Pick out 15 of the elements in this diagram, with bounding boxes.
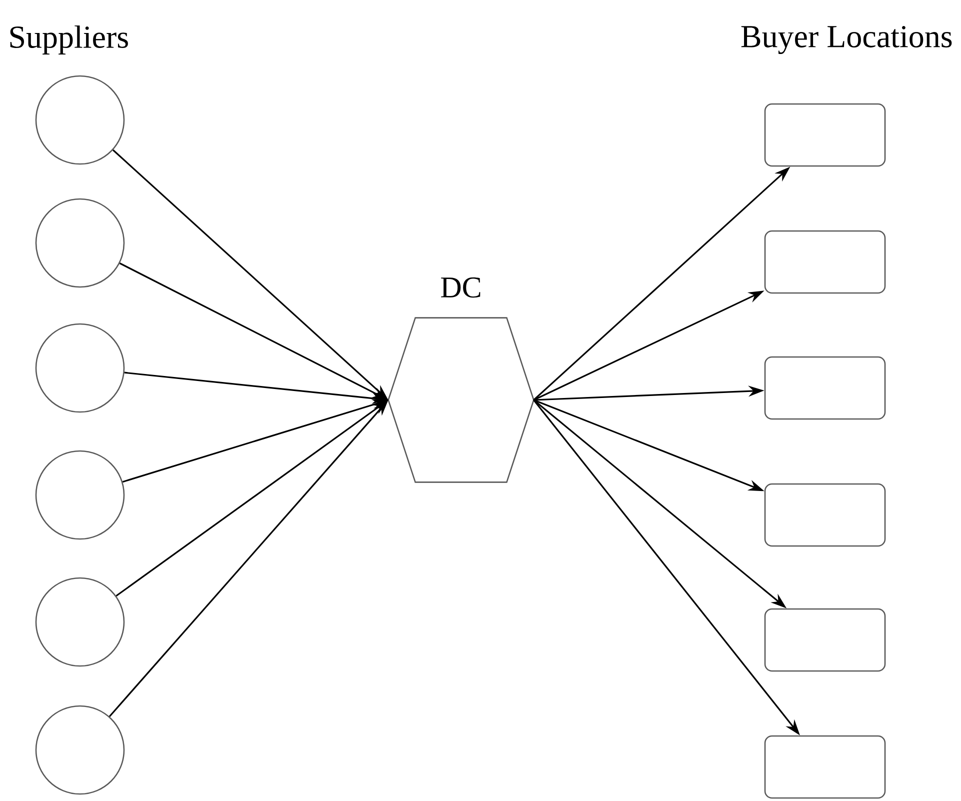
rounded-box bbox=[764, 230, 886, 294]
rounded-box bbox=[764, 103, 886, 167]
circle-node bbox=[35, 705, 125, 795]
rounded-box bbox=[764, 483, 886, 547]
hexagon-node: DC bbox=[388, 277, 534, 483]
circle-node bbox=[35, 577, 125, 667]
rounded-box bbox=[764, 735, 886, 799]
circle-node bbox=[35, 75, 125, 165]
rounded-box bbox=[764, 356, 886, 420]
circle-node bbox=[35, 198, 125, 288]
circle-node bbox=[35, 323, 125, 413]
rounded-box bbox=[764, 608, 886, 672]
node-label: DC bbox=[441, 277, 480, 298]
circle-node bbox=[35, 450, 125, 540]
column-heading: Buyer Locations bbox=[741, 26, 952, 54]
